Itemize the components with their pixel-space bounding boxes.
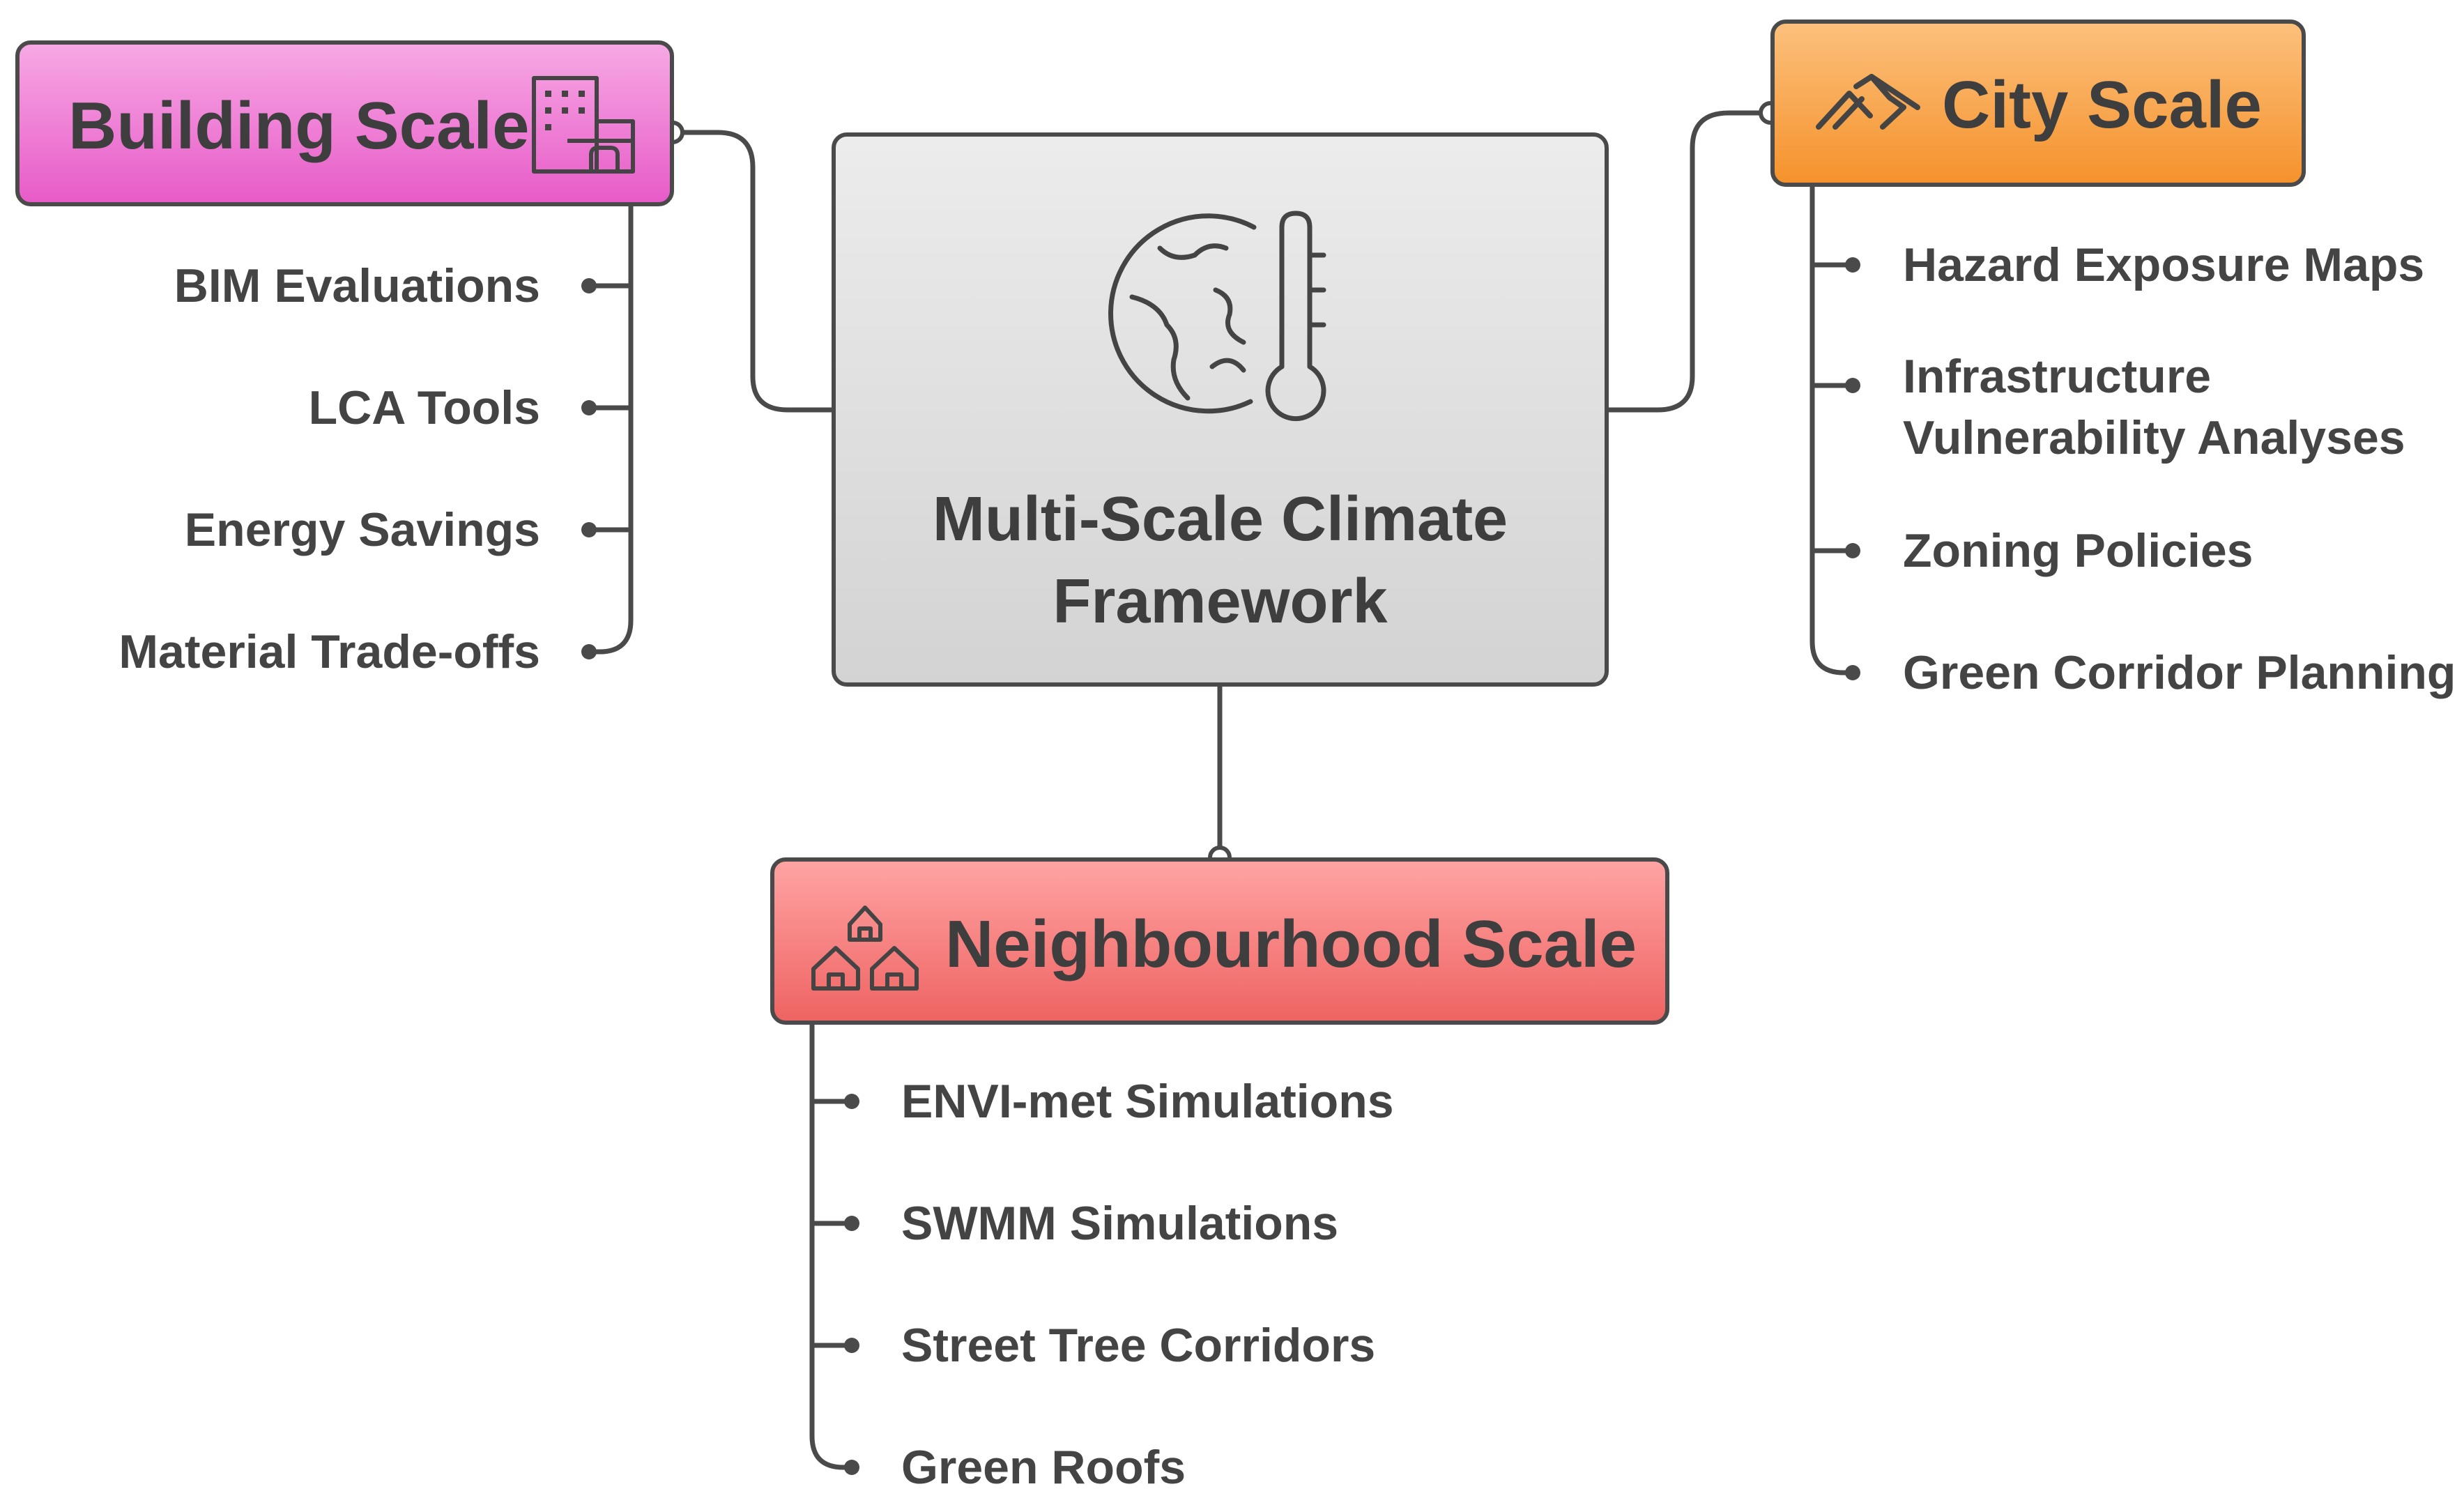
city-item: Hazard Exposure Maps	[1903, 238, 2425, 291]
center-title: Multi-Scale Climate Framework	[836, 478, 1605, 643]
building-scale-title: Building Scale	[68, 89, 530, 163]
city-item: Infrastructure	[1903, 350, 2212, 403]
building-scale-box: Building Scale	[15, 40, 674, 206]
city-scale-box: City Scale	[1770, 20, 2306, 187]
neighbourhood-item: SWMM Simulations	[901, 1197, 1339, 1250]
city-item: Green Corridor Planning	[1903, 646, 2456, 699]
neighbourhood-item: Street Tree Corridors	[901, 1319, 1376, 1372]
building-item: Material Trade-offs	[118, 625, 540, 678]
building-icon	[532, 76, 635, 174]
building-item: LCA Tools	[308, 381, 540, 434]
neighbourhood-item: Green Roofs	[901, 1441, 1186, 1494]
neighbourhood-item: ENVI-met Simulations	[901, 1075, 1394, 1128]
city-roofs-icon	[1816, 74, 1920, 130]
building-item: Energy Savings	[184, 503, 540, 556]
city-item: Vulnerability Analyses	[1903, 411, 2405, 464]
city-item: Zoning Policies	[1903, 524, 2253, 577]
globe-thermometer-icon	[1108, 211, 1326, 422]
houses-icon	[811, 906, 919, 991]
building-item: BIM Evaluations	[174, 259, 540, 312]
branch-dots	[581, 257, 1860, 1475]
neighbourhood-scale-title: Neighbourhood Scale	[945, 907, 1637, 981]
center-framework-box: Multi-Scale Climate Framework	[832, 132, 1609, 687]
center-title-line2: Framework	[1053, 567, 1388, 636]
center-title-line1: Multi-Scale Climate	[932, 484, 1508, 554]
neighbourhood-scale-box: Neighbourhood Scale	[770, 857, 1669, 1025]
city-scale-title: City Scale	[1942, 68, 2262, 142]
